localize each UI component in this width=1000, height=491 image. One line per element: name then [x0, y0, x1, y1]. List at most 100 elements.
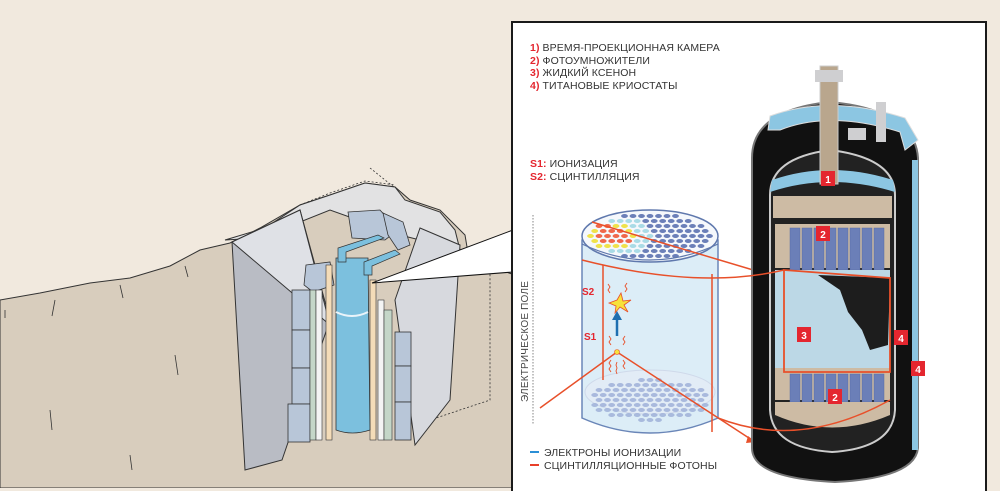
pmt-dot	[625, 403, 633, 407]
pmt-dot	[591, 239, 599, 243]
pmt-dot	[638, 214, 645, 218]
pmt-dot	[680, 244, 688, 248]
pmt-dot	[625, 219, 633, 223]
pmt-dot	[693, 239, 701, 243]
pmt-dot	[667, 239, 675, 243]
pmt-dot	[680, 398, 688, 402]
pmt-dot	[638, 254, 645, 258]
pmt-dot	[595, 388, 603, 392]
pmt-dot	[642, 219, 650, 223]
pmt-dot	[693, 393, 701, 397]
pmt-dot	[642, 403, 650, 407]
pmt-dot	[633, 229, 641, 233]
pmt-dot	[646, 234, 654, 238]
pmt-dot	[659, 393, 667, 397]
pmt-dot	[676, 403, 684, 407]
pmt-dot	[689, 408, 696, 412]
pmt-dot	[604, 408, 611, 412]
pmt-dot	[608, 219, 616, 223]
pmt-dot	[676, 229, 684, 233]
pmt-dot	[650, 383, 658, 387]
top-pmt-array	[587, 214, 713, 258]
pmt-dot	[650, 393, 658, 397]
pmt-dot	[650, 229, 658, 233]
pmt-dot	[693, 229, 701, 233]
pmt-dot	[680, 408, 688, 412]
pmt-dot	[663, 388, 671, 392]
pmt-dot	[604, 244, 611, 248]
pmt-dot	[667, 413, 675, 417]
pmt-dot	[616, 219, 624, 223]
pmt-dot	[642, 249, 650, 253]
pmt-dot	[629, 214, 637, 218]
pmt-dot	[659, 413, 667, 417]
electric-field-label: ЭЛЕКТРИЧЕСКОЕ ПОЛЕ	[520, 280, 531, 402]
pmt-dot	[689, 244, 696, 248]
pmt-dot	[680, 234, 688, 238]
pmt-dot	[655, 408, 662, 412]
pmt-dot	[616, 403, 624, 407]
pmt-dot	[638, 418, 645, 422]
pmt-dot	[616, 383, 624, 387]
pmt-dot	[625, 239, 633, 243]
pmt-dot	[684, 229, 692, 233]
pmt-dot	[629, 254, 637, 258]
pmt-dot	[608, 383, 616, 387]
cryostat	[581, 65, 919, 484]
pmt-dot	[599, 229, 607, 233]
pmt-dot	[667, 393, 675, 397]
badge-3: 3	[797, 327, 811, 342]
pmt-dot	[621, 244, 628, 248]
pmt-dot	[612, 244, 620, 248]
pmt-dot	[621, 224, 628, 228]
pmt-dot	[646, 388, 654, 392]
pmt-dot	[638, 244, 645, 248]
pmt-dot	[646, 408, 654, 412]
pmt-dot	[655, 254, 662, 258]
pmt-dot	[608, 229, 616, 233]
pmt-dot	[676, 219, 684, 223]
pmt-dot	[612, 398, 620, 402]
pmt-dot	[646, 418, 654, 422]
pmt-dot	[612, 224, 620, 228]
pmt-dot	[676, 239, 684, 243]
pmt-dot	[642, 229, 650, 233]
pmt-dot	[659, 403, 667, 407]
pmt-dot	[638, 378, 645, 382]
pmt-dot	[625, 413, 633, 417]
s2-marker: S2	[582, 287, 595, 298]
pmt-dot	[672, 234, 679, 238]
pmt-dot	[646, 224, 654, 228]
pmt-dot	[608, 413, 616, 417]
pmt-dot	[676, 383, 684, 387]
pmt-dot	[701, 393, 709, 397]
legend-item-2: 2)ФОТОУМНОЖИТЕЛИ	[530, 54, 651, 67]
pmt-dot	[672, 224, 679, 228]
svg-text:3: 3	[801, 331, 807, 342]
pmt-dot	[629, 224, 637, 228]
pmt-dot	[659, 249, 667, 253]
badge-2-bottom: 2	[828, 389, 842, 404]
pmt-dot	[621, 214, 628, 218]
pmt-dot	[659, 219, 667, 223]
legend-item-4: 4)ТИТАНОВЫЕ КРИОСТАТЫ	[530, 79, 678, 92]
pmt-dot	[621, 234, 628, 238]
pmt-dot	[612, 408, 620, 412]
pmt-dot	[663, 408, 671, 412]
pmt-dot	[638, 388, 645, 392]
pmt-dot	[591, 403, 599, 407]
red-arrow-icon	[530, 463, 539, 466]
pmt-dot	[633, 413, 641, 417]
pmt-dot	[646, 214, 654, 218]
pmt-dot	[659, 383, 667, 387]
pmt-dot	[608, 393, 616, 397]
pmt-dot	[621, 408, 628, 412]
pmt-dot	[599, 239, 607, 243]
pmt-dot	[663, 214, 671, 218]
pmt-dot	[608, 249, 616, 253]
pmt-dot	[621, 398, 628, 402]
pmt-dot	[633, 239, 641, 243]
pmt-dot	[633, 249, 641, 253]
pmt-dot	[591, 229, 599, 233]
